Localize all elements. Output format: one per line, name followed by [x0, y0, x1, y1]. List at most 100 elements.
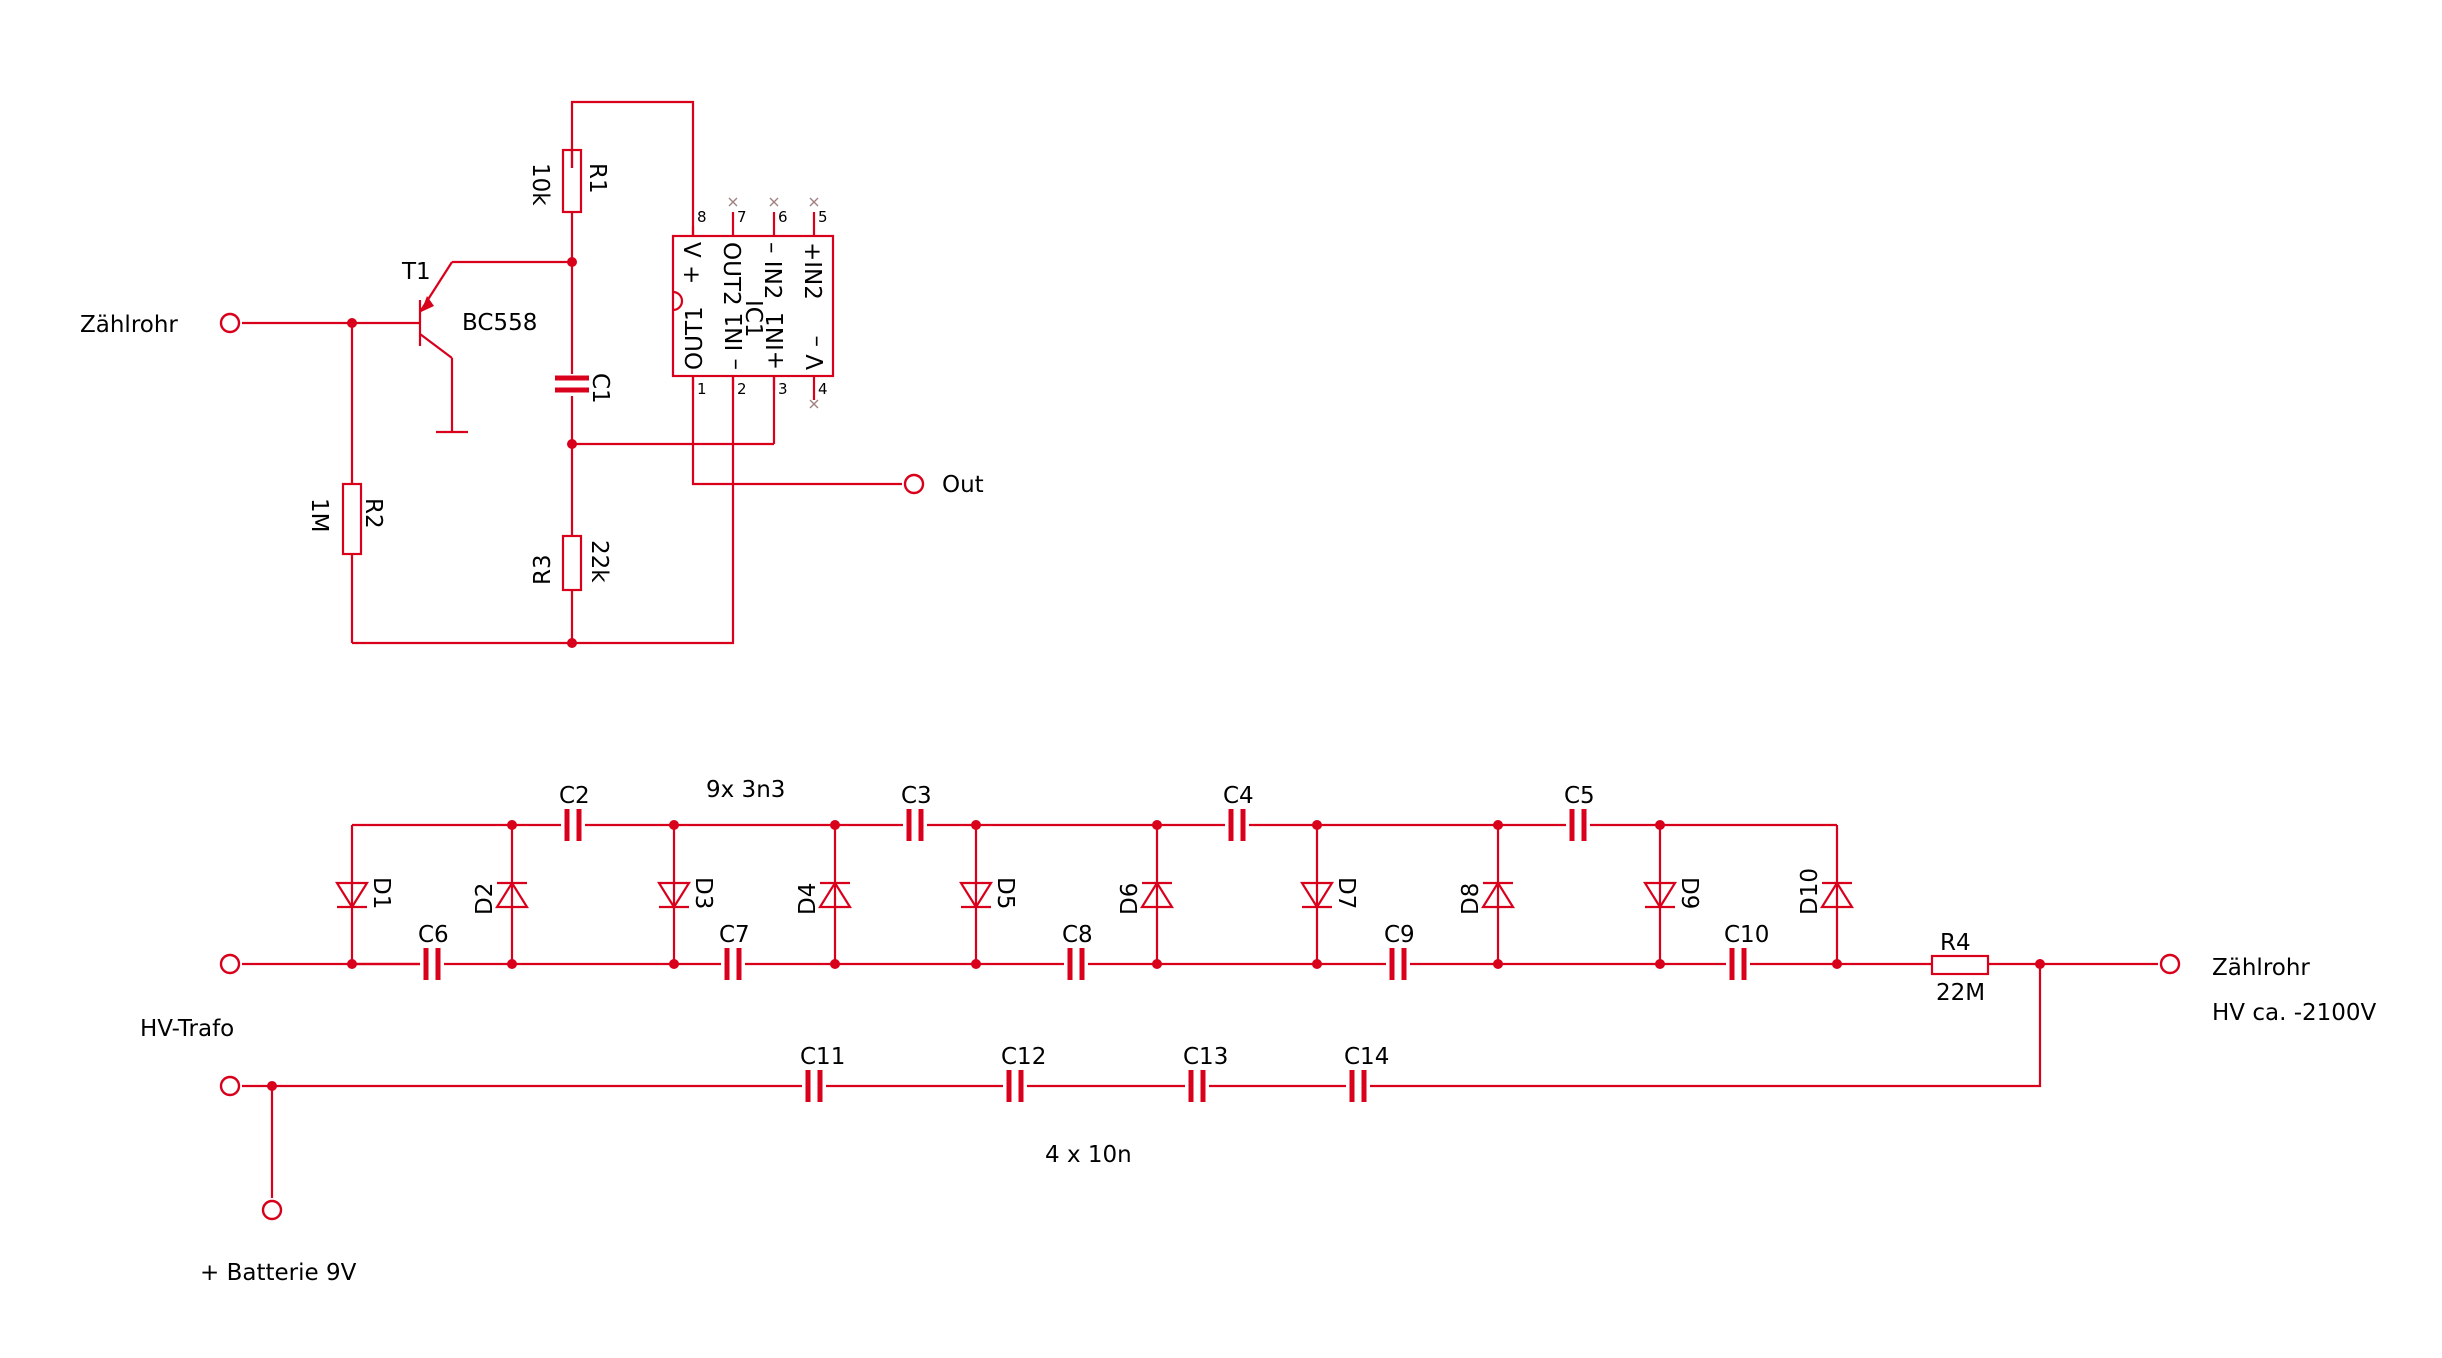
note-caps-top: 9x 3n3	[706, 777, 785, 803]
junction-dot	[347, 318, 357, 328]
capacitor-ref: C3	[901, 783, 932, 809]
ic-pin-name: – IN2	[759, 242, 785, 299]
ic-pin-num: 6	[778, 208, 788, 226]
junction-dot	[507, 820, 517, 830]
diode-ref: D1	[368, 877, 394, 909]
ic-pin-num: 8	[697, 208, 707, 226]
capacitor-c14: C14	[1344, 1044, 1389, 1102]
r4-ref: R4	[1940, 930, 1971, 956]
capacitor-c10: C10	[1724, 922, 1769, 980]
nc-marker	[809, 197, 819, 207]
terminal-zaehlrohr-out[interactable]	[2159, 953, 2181, 975]
label-hv-trafo: HV-Trafo	[140, 1016, 234, 1042]
c1-ref: C1	[587, 373, 613, 404]
capacitor-c8: C8	[1062, 922, 1093, 980]
junction-dot	[267, 1081, 277, 1091]
diode-d7: D7	[1300, 820, 1359, 969]
capacitor-ref: C12	[1001, 1044, 1046, 1070]
ic-pin-name: +IN2	[799, 242, 825, 300]
label-out: Out	[942, 472, 984, 498]
ic-ic1: 8 7 6 5 1 2 3 4 V + OUT2 – IN2 +IN2 OUT1…	[671, 197, 835, 409]
diode-ref: D10	[1797, 868, 1823, 915]
diode-ref: D3	[690, 877, 716, 909]
terminal-hv-trafo[interactable]	[219, 953, 241, 975]
diode-ref: D7	[1333, 877, 1359, 909]
capacitor-ref: C9	[1384, 922, 1415, 948]
resistor-r2: R2 1M	[306, 482, 386, 556]
junction-dot	[669, 959, 679, 969]
wire-gnd-feedback	[352, 376, 735, 645]
junction-dot	[971, 820, 981, 830]
ic-pin-name: OUT2	[718, 242, 744, 306]
terminal-hv-trafo-return[interactable]	[219, 1075, 241, 1097]
capacitor-c13: C13	[1183, 1044, 1228, 1102]
resistor-r1: R1 10k	[527, 148, 610, 214]
diode-d6: D6	[1117, 820, 1174, 969]
capacitor-ref: C8	[1062, 922, 1093, 948]
terminal-batterie[interactable]	[261, 1199, 283, 1221]
capacitor-ref: C7	[719, 922, 750, 948]
ic-pin-name: V +	[678, 242, 704, 284]
diode-d8: D8	[1458, 820, 1515, 969]
diode-d1: D1	[335, 825, 394, 969]
capacitor-c5: C5	[1564, 783, 1595, 841]
label-zaehlrohr-out: Zählrohr	[2212, 955, 2310, 981]
junction-dot	[567, 257, 577, 267]
upper-circuit: Zählrohr Out R1 10k C1 R3 22k R2 1M	[80, 100, 984, 648]
t1-ref: T1	[401, 259, 431, 285]
diode-d2: D2	[472, 820, 529, 969]
capacitor-c7: C7	[719, 922, 750, 980]
capacitor-row-mid: C6 C7 C8 C9 C10	[418, 922, 1769, 980]
junction-dot	[1493, 820, 1503, 830]
capacitor-ref: C6	[418, 922, 449, 948]
diode-ref: D8	[1458, 883, 1484, 915]
wire-bottom-rail	[242, 964, 2042, 1088]
junction-dot	[669, 820, 679, 830]
capacitor-ref: C2	[559, 783, 590, 809]
junction-dot	[1655, 959, 1665, 969]
note-caps-bottom: 4 x 10n	[1045, 1142, 1132, 1168]
junction-dot	[1152, 959, 1162, 969]
nc-marker	[769, 197, 779, 207]
diode-ref: D9	[1676, 877, 1702, 909]
diode-ref: D4	[795, 883, 821, 915]
junction-dot	[1152, 820, 1162, 830]
r1-value: 10k	[527, 163, 553, 206]
junction-dot	[830, 820, 840, 830]
ic-pin-num: 2	[737, 380, 747, 398]
junction-dot	[1312, 959, 1322, 969]
wire-vcc	[570, 100, 695, 236]
capacitor-ref: C4	[1223, 783, 1254, 809]
nc-marker	[809, 399, 819, 409]
diode-ref: D6	[1117, 883, 1143, 915]
diode-ref: D2	[472, 883, 498, 915]
ic-pin-num: 1	[697, 380, 707, 398]
capacitor-ref: C5	[1564, 783, 1595, 809]
junction-dot	[971, 959, 981, 969]
terminal-out[interactable]	[903, 473, 925, 495]
capacitor-c6: C6	[418, 922, 449, 980]
r2-ref: R2	[360, 498, 386, 529]
junction-dot	[567, 439, 577, 449]
junction-dot	[2035, 959, 2045, 969]
wire-out	[691, 376, 902, 486]
transistor-t1: T1 BC558	[401, 259, 537, 434]
ic-pin-num: 7	[737, 208, 747, 226]
r1-ref: R1	[584, 163, 610, 194]
ic-ref: IC1	[740, 300, 766, 337]
capacitor-c1: C1	[555, 373, 613, 404]
label-zaehlrohr-in: Zählrohr	[80, 312, 178, 338]
diode-d5: D5	[959, 820, 1018, 969]
diode-d10: D10	[1797, 825, 1854, 969]
capacitor-c9: C9	[1384, 922, 1415, 980]
r3-value: 22k	[586, 540, 612, 583]
ic-pin-name: – IN1	[722, 313, 748, 370]
junction-dot	[1493, 959, 1503, 969]
capacitor-row-top: C2 C3 C4 C5	[559, 783, 1595, 841]
ic-pin-name: OUT1	[682, 306, 708, 370]
terminal-zaehlrohr-in[interactable]	[219, 312, 241, 334]
ic-pin-num: 5	[818, 208, 828, 226]
nc-marker	[728, 197, 738, 207]
